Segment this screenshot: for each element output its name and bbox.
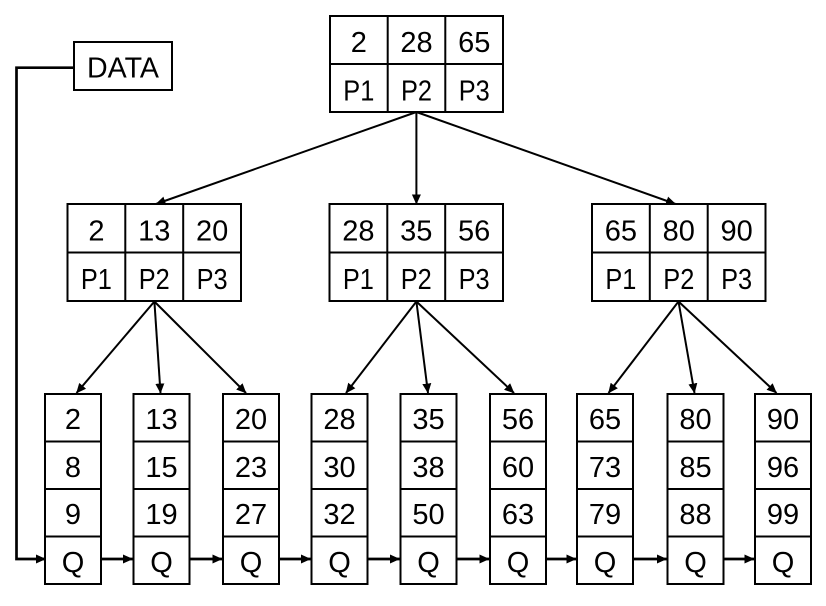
svg-text:2: 2 (88, 216, 104, 248)
svg-text:19: 19 (145, 499, 177, 531)
svg-text:63: 63 (502, 499, 534, 531)
svg-text:35: 35 (400, 216, 432, 248)
svg-text:28: 28 (400, 27, 432, 59)
svg-text:73: 73 (589, 452, 621, 484)
svg-text:65: 65 (589, 404, 621, 436)
svg-text:80: 80 (663, 216, 695, 248)
svg-text:79: 79 (589, 499, 621, 531)
svg-text:90: 90 (720, 216, 752, 248)
svg-text:65: 65 (605, 216, 637, 248)
svg-text:20: 20 (235, 404, 267, 436)
svg-text:Q: Q (328, 547, 351, 579)
svg-text:P3: P3 (459, 75, 490, 107)
svg-text:P1: P1 (343, 264, 374, 296)
svg-text:23: 23 (235, 452, 267, 484)
svg-text:P2: P2 (401, 75, 432, 107)
svg-text:27: 27 (235, 499, 267, 531)
svg-text:8: 8 (65, 452, 81, 484)
svg-text:60: 60 (502, 452, 534, 484)
svg-text:Q: Q (417, 547, 440, 579)
svg-text:Q: Q (150, 547, 173, 579)
svg-text:Q: Q (772, 547, 795, 579)
svg-text:65: 65 (458, 27, 490, 59)
svg-text:13: 13 (138, 216, 170, 248)
svg-text:85: 85 (679, 452, 711, 484)
svg-text:P2: P2 (139, 264, 170, 296)
svg-text:32: 32 (323, 499, 355, 531)
svg-text:90: 90 (767, 404, 799, 436)
svg-text:80: 80 (679, 404, 711, 436)
svg-text:50: 50 (412, 499, 444, 531)
svg-text:2: 2 (351, 27, 367, 59)
svg-text:9: 9 (65, 499, 81, 531)
svg-text:2: 2 (65, 404, 81, 436)
svg-text:Q: Q (240, 547, 263, 579)
svg-text:P1: P1 (81, 264, 112, 296)
svg-text:15: 15 (145, 452, 177, 484)
svg-text:P3: P3 (459, 264, 490, 296)
svg-text:13: 13 (145, 404, 177, 436)
svg-text:DATA: DATA (87, 53, 160, 85)
svg-text:35: 35 (412, 404, 444, 436)
svg-text:56: 56 (502, 404, 534, 436)
svg-text:28: 28 (342, 216, 374, 248)
svg-text:38: 38 (412, 452, 444, 484)
svg-text:P3: P3 (721, 264, 752, 296)
svg-text:30: 30 (323, 452, 355, 484)
svg-text:96: 96 (767, 452, 799, 484)
svg-text:56: 56 (458, 216, 490, 248)
svg-text:P1: P1 (605, 264, 636, 296)
svg-text:99: 99 (767, 499, 799, 531)
svg-text:Q: Q (594, 547, 617, 579)
svg-text:P1: P1 (343, 75, 374, 107)
svg-text:Q: Q (62, 547, 85, 579)
svg-text:88: 88 (679, 499, 711, 531)
svg-text:Q: Q (684, 547, 707, 579)
svg-text:28: 28 (323, 404, 355, 436)
svg-text:P2: P2 (663, 264, 694, 296)
svg-text:P3: P3 (197, 264, 228, 296)
svg-text:P2: P2 (401, 264, 432, 296)
svg-text:Q: Q (507, 547, 530, 579)
svg-text:20: 20 (196, 216, 228, 248)
